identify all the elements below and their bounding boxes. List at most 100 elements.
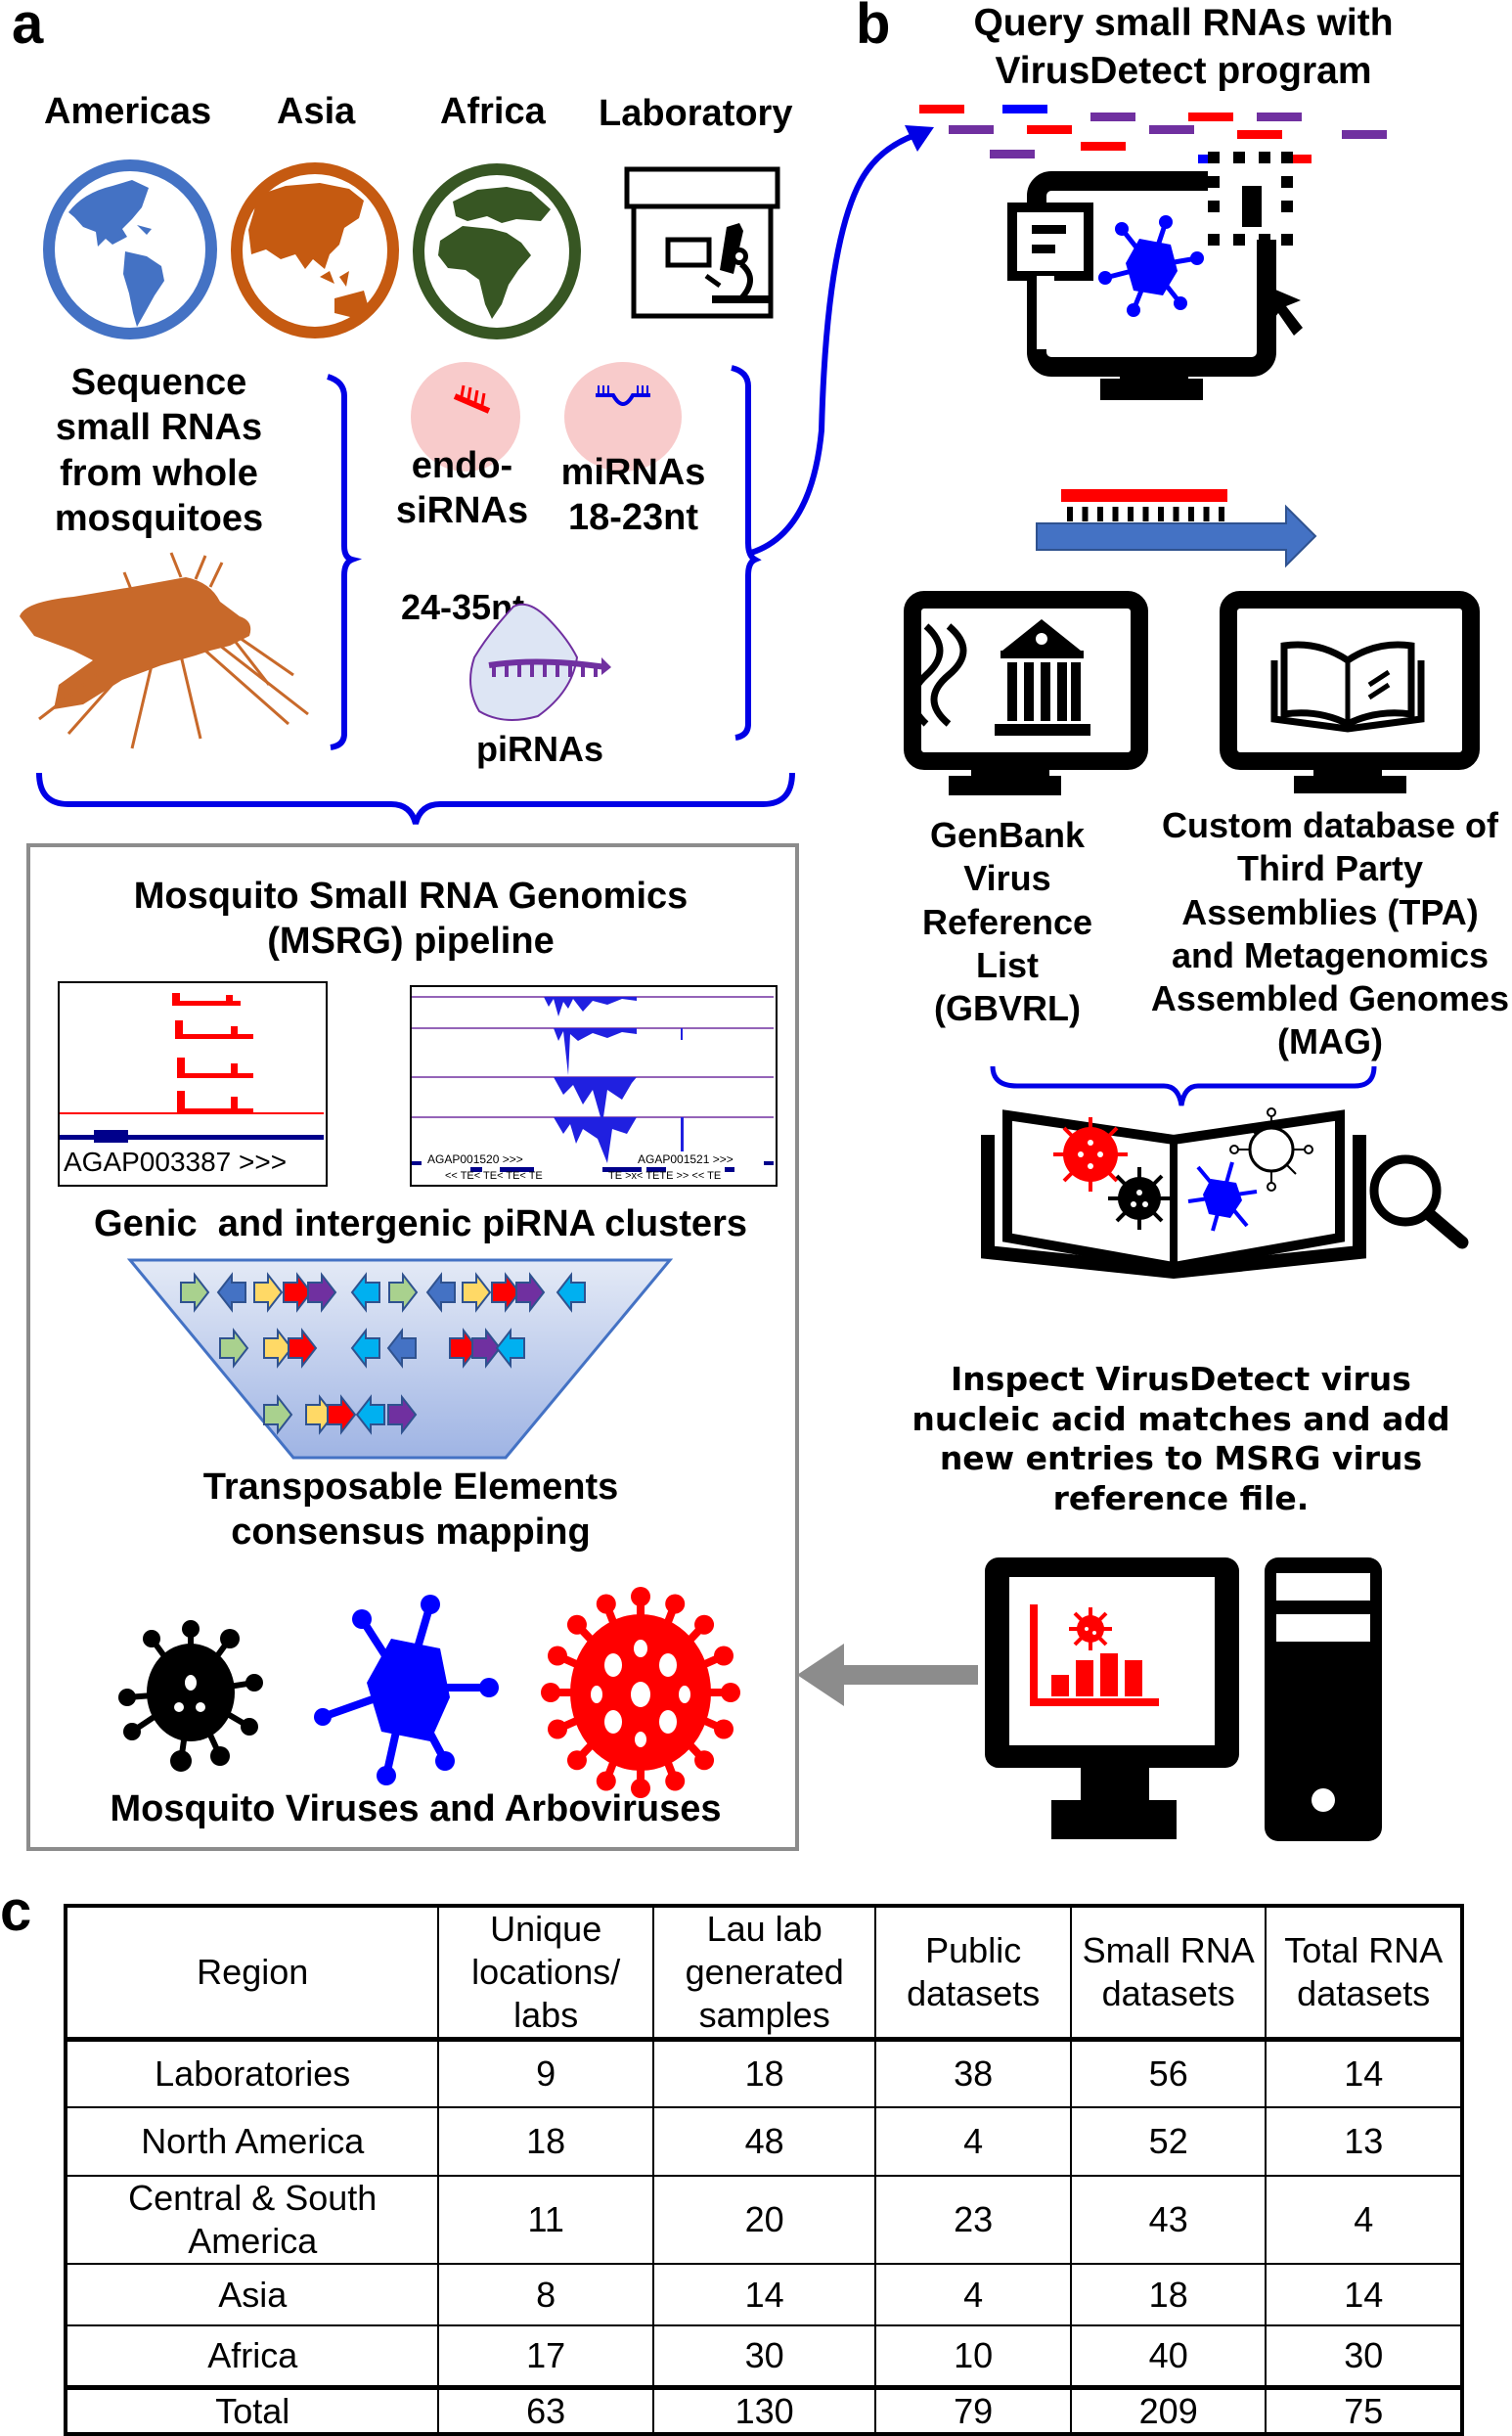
value-cell: 18 <box>651 2038 877 2109</box>
base-pair-tick <box>1067 507 1073 521</box>
mirna-line-1: miRNAs <box>560 452 706 493</box>
genic-coverage-plot <box>60 993 324 1143</box>
transposable-element-arrow <box>350 1272 380 1313</box>
col-header-region: Region <box>64 1904 440 2042</box>
virus-spike <box>596 1771 616 1791</box>
srna-read <box>1090 113 1135 121</box>
virus-spike <box>631 1587 650 1606</box>
col-header-small-rna-datasets-line-1: Small RNA <box>1082 1929 1255 1970</box>
transposable-element-arrow <box>386 1328 417 1369</box>
arrow-head-icon <box>905 125 934 152</box>
srna-read <box>1342 130 1387 139</box>
region-cell-line-1: Total <box>215 2390 290 2431</box>
inspect-text: Inspect VirusDetect virus nucleic acid m… <box>900 1360 1462 1518</box>
panel-c-label: c <box>0 1879 32 1943</box>
endo-sirna-line-1: endo- <box>411 445 513 486</box>
value-cell: 38 <box>874 2038 1072 2109</box>
value-cell: 9 <box>437 2038 654 2109</box>
value-cell: 18 <box>437 2106 654 2178</box>
bottom-brace <box>36 772 795 825</box>
transposable-element-arrow <box>350 1328 380 1369</box>
panel-b-title-line-1: Query small RNAs with <box>973 2 1394 44</box>
col-header-lau-lab-samples-line-3: samples <box>698 1994 830 2035</box>
intergenic-gene-label-1: AGAP001520 >>> <box>427 1152 523 1166</box>
region-cell-line-1: Asia <box>218 2274 288 2315</box>
intergenic-te-label-2: TE >x< TETE >> << TE <box>608 1170 722 1182</box>
value-cell: 75 <box>1265 2384 1463 2436</box>
mirna-line-2: 18-23nt <box>567 497 699 539</box>
gbvrl-line-3: Reference <box>921 901 1093 942</box>
desktop-computer-chart-icon <box>985 1557 1382 1841</box>
msrg-pipeline-box <box>26 843 799 1851</box>
value-cell: 11 <box>437 2175 654 2266</box>
value-cell: 14 <box>651 2263 877 2327</box>
virus-spike <box>566 1750 587 1771</box>
genic-track-panel <box>58 981 328 1187</box>
value-cell: 13 <box>1265 2106 1463 2178</box>
inspect-line-1: Inspect VirusDetect virus <box>951 1360 1411 1398</box>
transposable-element-arrow <box>355 1394 385 1435</box>
mirna-hairpin-icon <box>596 385 650 406</box>
laboratory-microscope-icon <box>624 166 780 319</box>
pipeline-title: Mosquito Small RNA Genomics (MSRG) pipel… <box>29 874 792 965</box>
srna-read <box>919 105 964 113</box>
transposable-element-arrow <box>216 1272 246 1313</box>
value-cell: 18 <box>1069 2263 1267 2327</box>
piwi-pirna-icon <box>469 603 611 721</box>
tpa-line-1: Custom database of <box>1161 805 1499 845</box>
sequence-line-4: mosquitoes <box>54 498 264 540</box>
transposable-element-arrow <box>556 1272 586 1313</box>
col-header-public-datasets-line-1: Public <box>925 1929 1022 1970</box>
base-pair-tick <box>1128 507 1134 521</box>
region-cell: North America <box>64 2106 440 2178</box>
region-label-africa: Africa <box>440 91 546 132</box>
transposable-element-arrow <box>307 1272 337 1313</box>
transposable-element-arrow <box>288 1328 318 1369</box>
value-cell: 63 <box>437 2384 654 2436</box>
tpa-line-5: Assembled Genomes <box>1150 978 1510 1019</box>
inspect-line-4: reference file. <box>1052 1478 1310 1517</box>
blue-virus-icon <box>314 1595 499 1785</box>
endo-sirna-label: endo- siRNAs <box>381 443 543 534</box>
virus-spike <box>631 1779 650 1798</box>
virus-spike <box>548 1719 568 1739</box>
region-label-laboratory: Laboratory <box>599 93 793 134</box>
value-cell: 4 <box>1265 2175 1463 2266</box>
value-cell: 4 <box>874 2263 1072 2327</box>
base-pair-tick <box>1142 507 1149 521</box>
sequence-line-3: from whole <box>60 452 258 494</box>
mirna-label: miRNAs 18-23nt <box>548 450 719 541</box>
base-pair-tick <box>1097 507 1103 521</box>
endo-sirna-line-2: siRNAs <box>395 490 529 532</box>
transposable-element-arrow <box>449 1328 479 1369</box>
tpa-line-3: Assemblies (TPA) <box>1181 891 1479 932</box>
value-cell: 4 <box>874 2106 1072 2178</box>
globe-americas-icon <box>43 159 217 339</box>
transposable-element-arrow <box>425 1272 456 1313</box>
viruses-label: Mosquito Viruses and Arboviruses <box>110 1788 722 1829</box>
region-cell-line-1: Central & South <box>128 2178 378 2219</box>
virusdetect-monitor-icon <box>1007 152 1303 400</box>
intergenic-gene-label-2: AGAP001521 >>> <box>638 1152 734 1166</box>
sequence-small-rnas-text: Sequence small RNAs from whole mosquitoe… <box>20 360 298 541</box>
value-cell: 130 <box>651 2384 877 2436</box>
col-header-public-datasets-line-2: datasets <box>907 1972 1041 2013</box>
sirna-strand-icon <box>453 384 491 414</box>
region-cell-line-1: Africa <box>207 2334 298 2375</box>
virus-spike <box>665 1594 686 1614</box>
te-label-line-1: Transposable Elements <box>202 1466 619 1508</box>
te-funnel-diagram <box>126 1258 674 1460</box>
transposable-element-arrow <box>462 1272 492 1313</box>
srna-read <box>1149 125 1194 134</box>
gbvrl-line-4: List <box>975 944 1039 985</box>
virus-spike <box>665 1771 686 1791</box>
col-header-lau-lab-samples-line-1: Lau lab <box>706 1909 823 1949</box>
value-cell: 14 <box>1265 2263 1463 2327</box>
